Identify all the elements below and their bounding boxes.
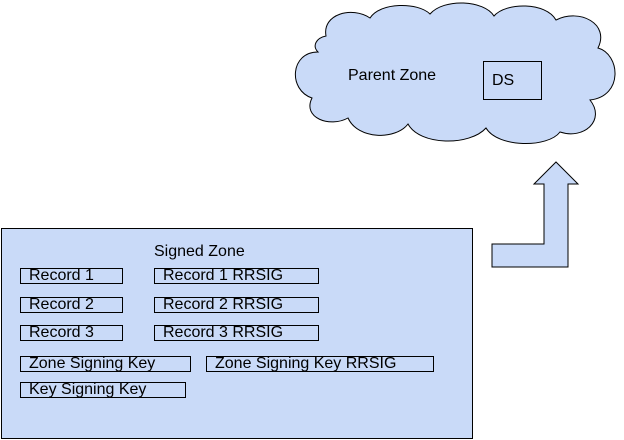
trust-arrow: [491, 161, 580, 268]
zone-signing-key-box[interactable]: Zone Signing Key: [20, 356, 191, 372]
record-2-box[interactable]: Record 2: [20, 297, 123, 313]
ds-record-box[interactable]: DS: [483, 61, 542, 100]
zone-signing-key-rrsig-box[interactable]: Zone Signing Key RRSIG: [206, 356, 434, 372]
parent-zone-label: Parent Zone: [348, 67, 437, 84]
key-signing-key-box[interactable]: Key Signing Key: [20, 382, 186, 398]
signed-zone-title: Signed Zone: [154, 243, 245, 260]
record-2-rrsig-box[interactable]: Record 2 RRSIG: [154, 297, 319, 313]
parent-zone-cloud[interactable]: [295, 2, 616, 144]
record-1-box[interactable]: Record 1: [20, 268, 123, 284]
record-3-box[interactable]: Record 3: [20, 325, 123, 341]
record-1-rrsig-box[interactable]: Record 1 RRSIG: [154, 268, 319, 284]
record-3-rrsig-box[interactable]: Record 3 RRSIG: [154, 325, 319, 341]
